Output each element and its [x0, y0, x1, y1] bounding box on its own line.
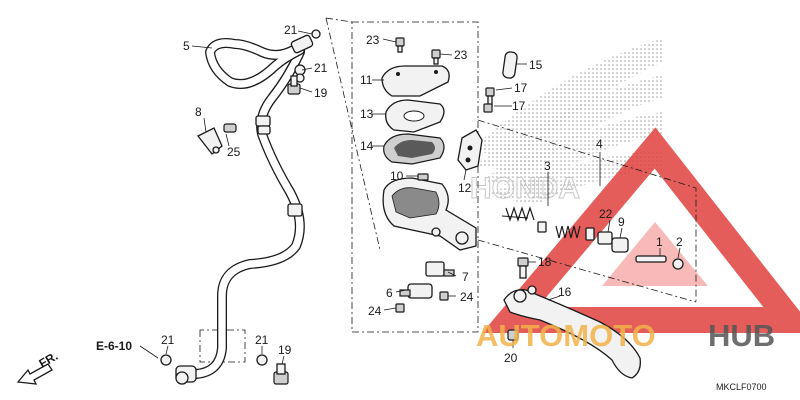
- callout-3: 3: [544, 159, 551, 173]
- callout-11: 11: [360, 73, 373, 87]
- switch-harness: [399, 283, 433, 299]
- automotohub-triangle-logo: [482, 127, 800, 333]
- cap-plate: [385, 99, 445, 133]
- reference-code: E-6-10: [96, 339, 132, 353]
- drawing-code: MKCLF0700: [716, 382, 767, 392]
- callout-19: 19: [314, 86, 328, 100]
- bolt-10: [417, 173, 429, 181]
- callout-7: 7: [462, 270, 469, 284]
- pivot-bolt: [517, 257, 529, 279]
- brake-lever: [503, 285, 641, 379]
- callout-21: 21: [314, 61, 328, 75]
- callout-23: 23: [366, 33, 380, 47]
- callout-12: 12: [458, 181, 472, 195]
- front-label: FR.: [37, 349, 61, 371]
- callout-17: 17: [514, 81, 528, 95]
- callout-14: 14: [360, 139, 374, 153]
- callout-20: 20: [504, 351, 518, 365]
- reservoir-cap: [381, 65, 450, 97]
- honda-wing-watermark: HONDA: [470, 38, 662, 206]
- callout-21: 21: [255, 333, 269, 347]
- callout-10: 10: [390, 169, 404, 183]
- callout-25: 25: [227, 145, 241, 159]
- front-stop-switch: [425, 261, 455, 277]
- callout-2: 2: [676, 235, 683, 249]
- callout-22: 22: [599, 207, 613, 221]
- wordmark-orange: AUTOMOTO: [476, 318, 656, 353]
- callout-24: 24: [460, 290, 474, 304]
- honda-brand-text: HONDA: [470, 172, 580, 205]
- callout-8: 8: [195, 105, 202, 119]
- callout-24: 24: [368, 304, 382, 318]
- wordmark-gray: HUB: [708, 318, 775, 353]
- callout-15: 15: [529, 58, 543, 72]
- automotohub-wordmark: AUTOMOTO HUB: [476, 318, 775, 353]
- banjo-bolt-lower: [273, 363, 289, 385]
- callout-4: 4: [596, 137, 603, 151]
- dust-seal: [502, 51, 518, 79]
- banjo-bolt-upper: [287, 75, 301, 95]
- screws-17: [483, 87, 495, 113]
- callout-23: 23: [454, 48, 468, 62]
- brake-hose: [191, 47, 305, 379]
- hose-clamp: [197, 123, 237, 155]
- piston-set: [501, 206, 684, 270]
- leader-lines: [139, 30, 681, 365]
- callout-19: 19: [278, 343, 292, 357]
- callout-13: 13: [360, 107, 374, 121]
- callout-labels: 5 8 25 21 21 19 23 23 11 13 14 10 12 15 …: [96, 23, 683, 365]
- master-cylinder-body: [382, 177, 477, 251]
- screws-23: [395, 37, 441, 65]
- mirror-holder: [457, 129, 483, 171]
- diaphragm: [383, 133, 445, 165]
- callout-18: 18: [538, 255, 552, 269]
- hose-fittings: [160, 29, 321, 385]
- callout-9: 9: [618, 215, 625, 229]
- callout-21: 21: [161, 333, 175, 347]
- callout-17: 17: [512, 99, 526, 113]
- assembly-frame: [199, 17, 697, 363]
- callout-5: 5: [183, 39, 190, 53]
- callout-16: 16: [558, 285, 572, 299]
- hose-upper-loop: [205, 38, 305, 89]
- callout-21: 21: [284, 23, 298, 37]
- callout-1: 1: [656, 235, 663, 249]
- callout-6: 6: [386, 286, 393, 300]
- front-direction-arrow: FR.: [16, 349, 61, 385]
